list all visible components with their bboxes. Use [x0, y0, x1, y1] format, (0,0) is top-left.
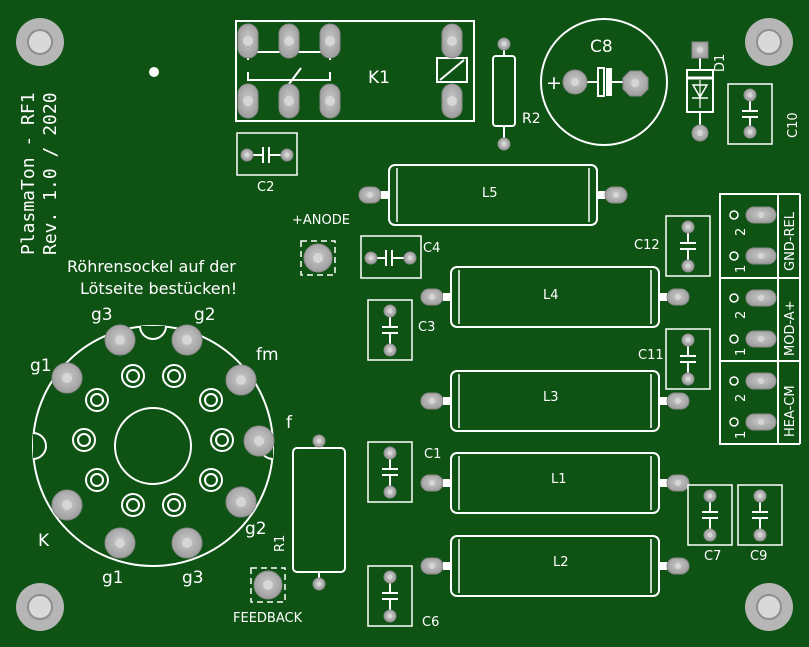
inductor-l5: L5: [358, 164, 628, 226]
label-l4: L4: [543, 288, 559, 303]
pin-label-g1-bottom: g1: [102, 568, 124, 588]
feedback-connector: FEEDBACK: [233, 567, 303, 626]
inductor-l2: L2: [420, 535, 690, 597]
pin-label-g2-bottom: g2: [245, 519, 267, 539]
label-c4: C4: [423, 241, 440, 256]
terminal-gnd-rel-pin1: 1: [734, 265, 749, 273]
capacitor-c7: C7: [687, 484, 733, 564]
board-title: PlasmaTon - RF1: [18, 92, 39, 255]
label-c10: C10: [786, 112, 801, 138]
terminal-hea-cm-pin1: 1: [734, 431, 749, 439]
pin-label-g1-left: g1: [30, 356, 52, 376]
terminal-mod-a-pin2: 2: [734, 311, 749, 319]
label-c2: C2: [257, 180, 274, 195]
label-c3: C3: [418, 320, 435, 335]
terminal-blocks: 2 1 2 1 2 1 GND-REL MOD-A+ HEA-CM: [719, 193, 801, 445]
board-revision: Rev. 1.0 / 2020: [40, 92, 61, 255]
capacitor-c8: C8 +: [540, 18, 668, 146]
capacitor-c12: C12: [634, 215, 711, 277]
label-c7: C7: [704, 549, 721, 564]
label-l2: L2: [553, 555, 569, 570]
terminal-gnd-rel-pin2: 2: [734, 228, 749, 236]
capacitor-c6: C6: [367, 565, 439, 630]
label-l5: L5: [482, 186, 498, 201]
label-c8: C8: [590, 37, 613, 57]
label-d1: D1: [713, 54, 728, 72]
capacitor-c9: C9: [737, 484, 783, 564]
label-l3: L3: [543, 390, 559, 405]
resistor-r2: R2: [492, 37, 541, 151]
relay-k1: K1: [235, 20, 475, 122]
pin-label-f: f: [286, 413, 293, 433]
terminal-label-gnd-rel: GND-REL: [783, 211, 798, 271]
label-r2: R2: [522, 111, 541, 127]
label-l1: L1: [551, 472, 567, 487]
terminal-label-mod-a: MOD-A+: [783, 300, 798, 356]
terminal-label-hea-cm: HEA-CM: [783, 385, 798, 437]
terminal-hea-cm-pin2: 2: [734, 394, 749, 402]
label-c9: C9: [750, 549, 767, 564]
mounting-holes: [16, 18, 793, 631]
capacitor-c11: C11: [638, 328, 711, 390]
label-c12: C12: [634, 238, 660, 253]
resistor-r1: R1: [273, 434, 346, 591]
label-anode: +ANODE: [292, 213, 350, 228]
capacitor-c3: C3: [367, 299, 435, 361]
pin-label-fm: fm: [256, 345, 279, 365]
inductor-l1: L1: [420, 452, 690, 514]
capacitor-c10: C10: [727, 83, 801, 145]
label-k1: K1: [368, 68, 390, 88]
capacitor-c2: C2: [236, 132, 298, 195]
label-c6: C6: [422, 615, 439, 630]
label-c8-plus: +: [546, 72, 562, 94]
socket-note-line1: Röhrensockel auf der: [67, 257, 236, 276]
pin-label-g2-top: g2: [194, 305, 216, 325]
tube-socket: g3 g2 g1 fm f K g2 g1 g3: [30, 305, 293, 588]
inductor-l4: L4: [420, 266, 690, 328]
anode-connector: +ANODE: [292, 213, 350, 276]
label-r1: R1: [273, 535, 288, 552]
diode-d1: D1: [686, 41, 728, 142]
label-c1: C1: [424, 447, 441, 462]
terminal-mod-a-pin1: 1: [734, 348, 749, 356]
pin-label-g3-top: g3: [91, 305, 113, 325]
pin-label-g3-bottom: g3: [182, 568, 204, 588]
label-c11: C11: [638, 348, 664, 363]
label-feedback: FEEDBACK: [233, 611, 303, 626]
inductor-l3: L3: [420, 370, 690, 432]
pin-label-k: K: [38, 531, 50, 551]
socket-note-line2: Lötseite bestücken!: [80, 279, 237, 298]
capacitor-c1: C1: [367, 441, 441, 503]
capacitor-c4: C4: [360, 235, 440, 279]
